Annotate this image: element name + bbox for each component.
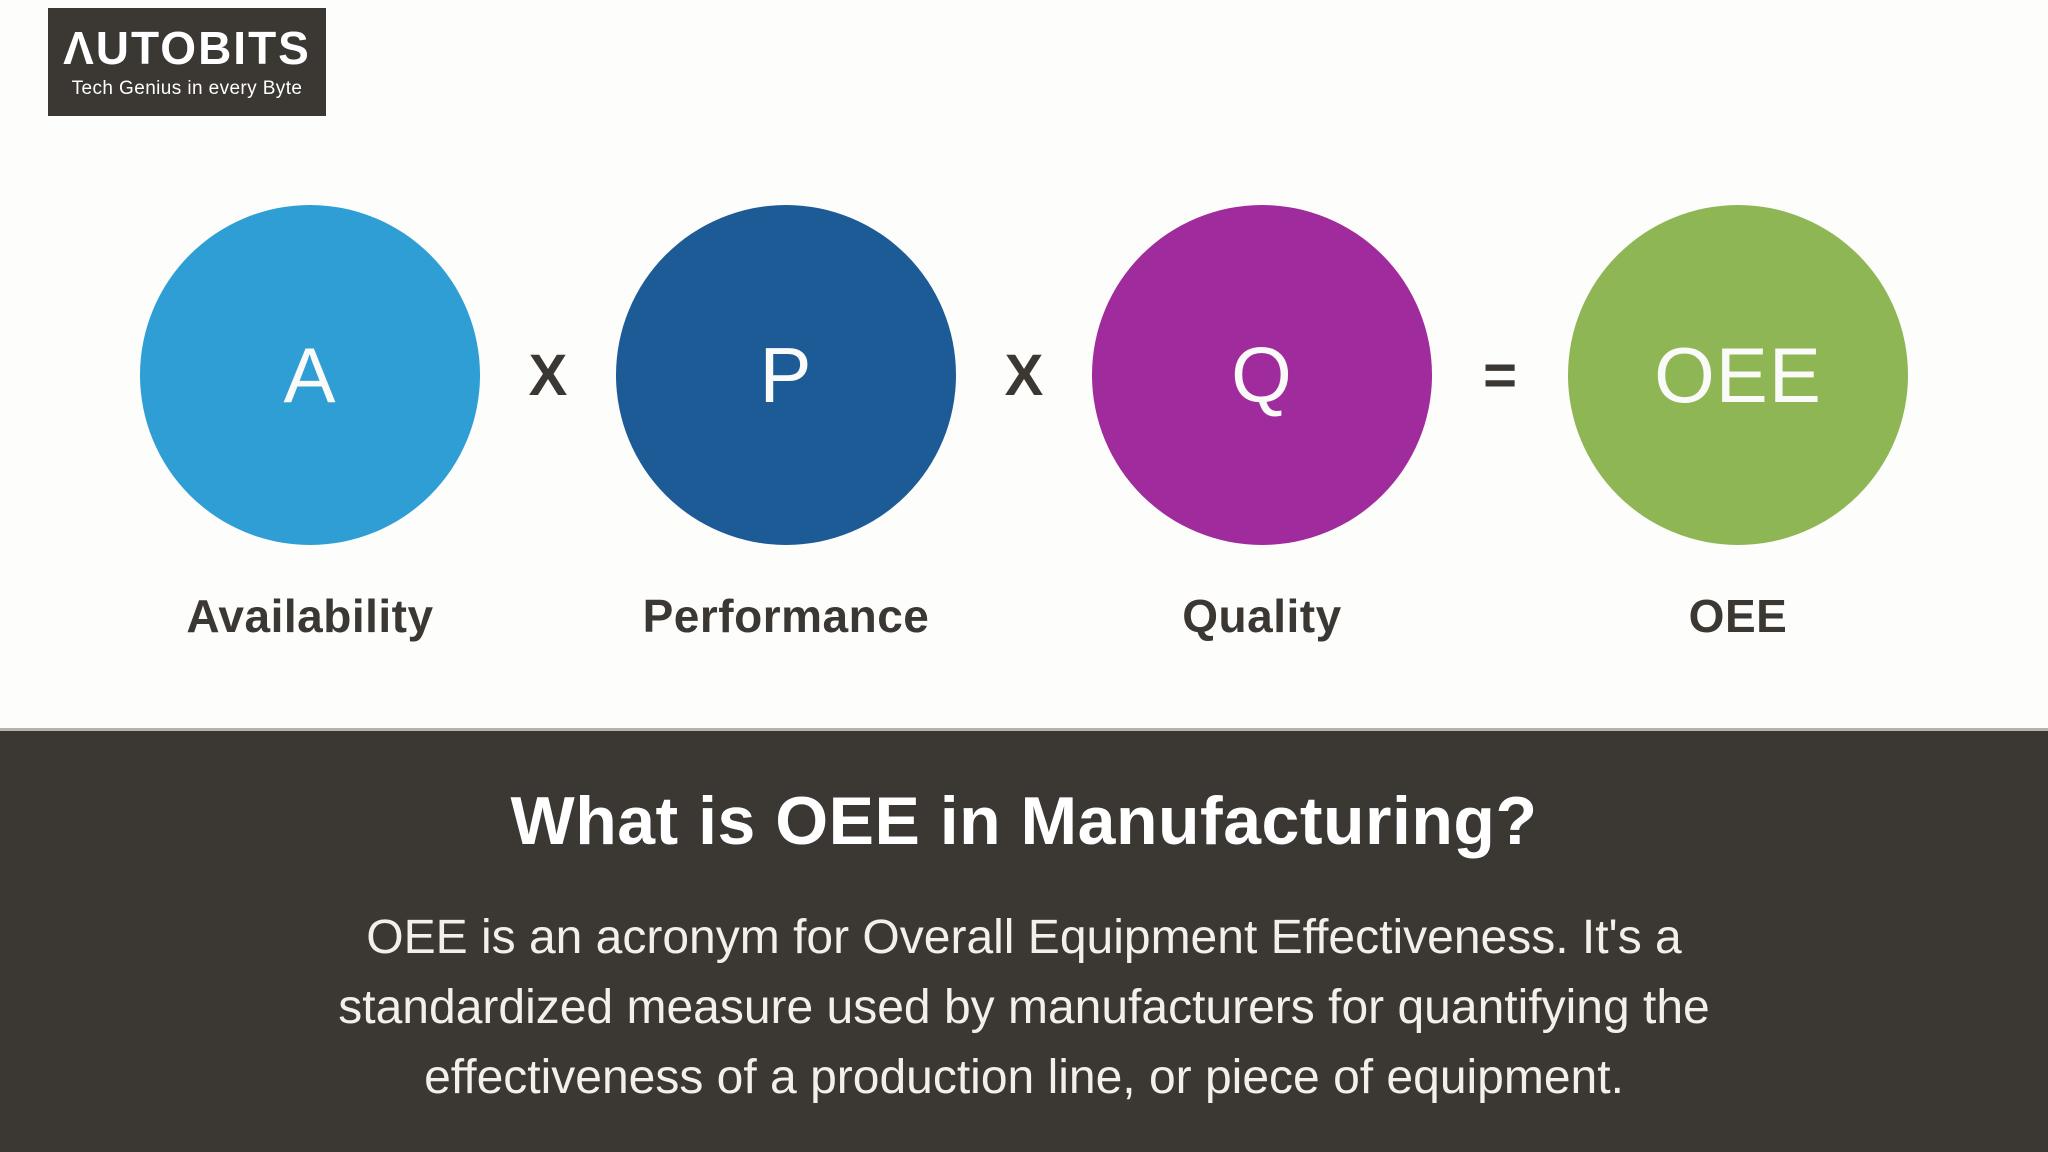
info-heading: What is OEE in Manufacturing?	[510, 783, 1538, 859]
performance-label: Performance	[642, 590, 930, 642]
info-body: OEE is an acronym for Overall Equipment …	[0, 903, 2048, 1113]
brand-tagline: Tech Genius in every Byte	[71, 77, 303, 99]
oee-formula-row: A Availability X P Performance X Q Quali…	[140, 205, 1908, 643]
availability-label: Availability	[186, 590, 434, 642]
quality-circle: Q	[1092, 205, 1432, 545]
quality-letter: Q	[1231, 330, 1293, 419]
factor-oee: OEE OEE	[1568, 205, 1908, 643]
performance-letter: P	[759, 330, 813, 419]
oee-circle: OEE	[1568, 205, 1908, 545]
equals-operator: =	[1483, 342, 1517, 408]
info-body-line: effectiveness of a production line, or p…	[424, 1051, 1624, 1104]
info-body-line: standardized measure used by manufacture…	[338, 981, 1710, 1034]
quality-label: Quality	[1182, 590, 1342, 642]
factor-performance: P Performance	[616, 205, 956, 643]
oee-label: OEE	[1688, 590, 1788, 642]
info-panel: What is OEE in Manufacturing? OEE is an …	[0, 728, 2048, 1152]
multiply-operator-1: X	[528, 342, 568, 408]
brand-logo: ΛUTOBITS Tech Genius in every Byte	[48, 8, 326, 116]
performance-circle: P	[616, 205, 956, 545]
factor-quality: Q Quality	[1092, 205, 1432, 643]
oee-letter: OEE	[1654, 330, 1822, 419]
availability-circle: A	[140, 205, 480, 545]
multiply-operator-2: X	[1004, 342, 1044, 408]
availability-letter: A	[283, 330, 337, 419]
brand-name: ΛUTOBITS	[63, 21, 311, 74]
factor-availability: A Availability	[140, 205, 480, 643]
info-body-line: OEE is an acronym for Overall Equipment …	[366, 911, 1682, 964]
